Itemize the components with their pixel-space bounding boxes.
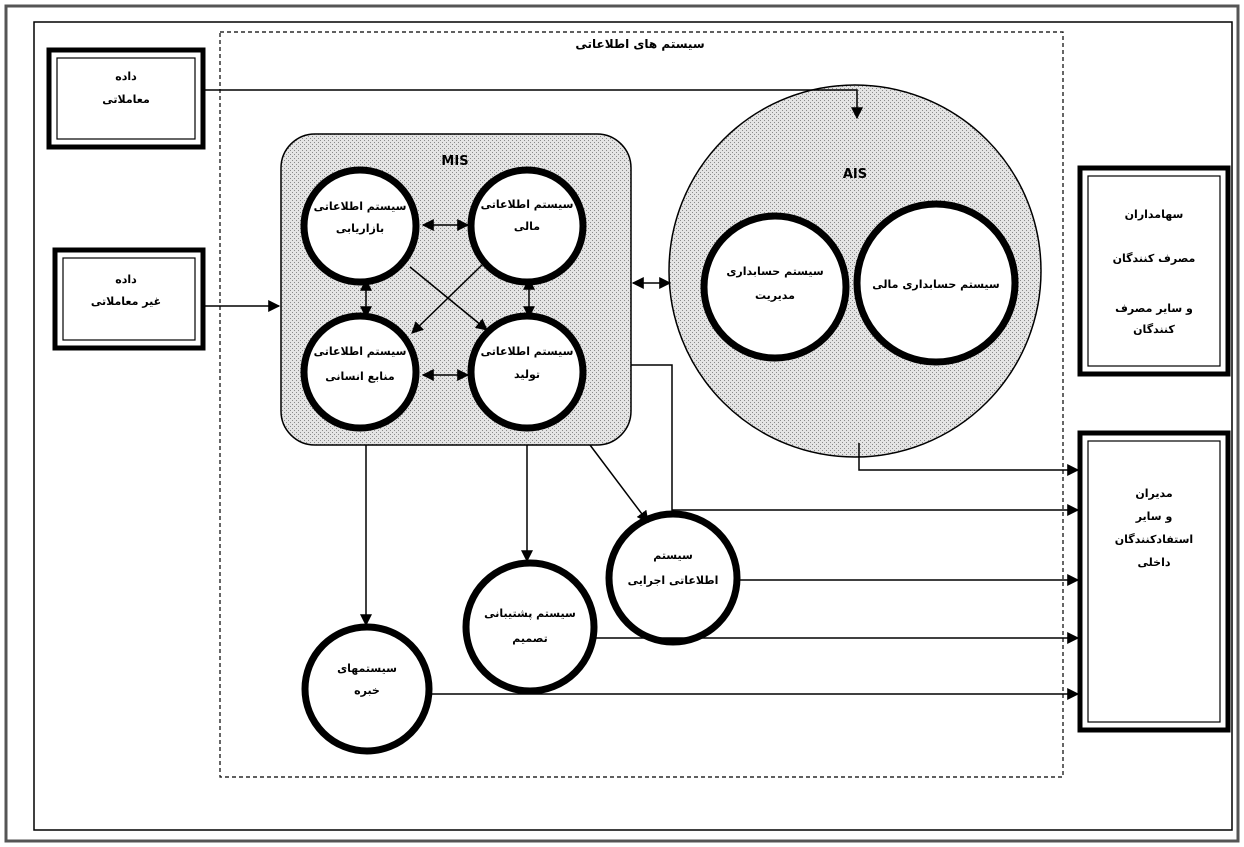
management-accounting-line-2: مدیریت	[755, 289, 795, 302]
human-resources-line-2: منابع انسانی	[325, 370, 394, 383]
non-transaction-data-box: داده غیر معاملاتی	[52, 247, 206, 351]
expert-systems-circle: سیستمهای خبره	[301, 623, 433, 755]
internal-users-line-3: استفادکنندگان	[1115, 533, 1193, 546]
external-users-line-4: کنندگان	[1133, 323, 1175, 336]
transaction-data-line-1: داده	[115, 70, 137, 83]
production-system-circle: سیستم اطلاعاتی تولید	[467, 312, 587, 432]
page-border	[4, 4, 1240, 843]
management-accounting-circle: سیستم حسابداری مدیریت	[700, 212, 850, 362]
decision-support-system-circle: سیستم پشتیبانی تصمیم	[462, 559, 598, 695]
transaction-data-box: داده معاملاتی	[46, 47, 206, 150]
internal-users-line-2: و سایر	[1135, 510, 1173, 523]
marketing-line-2: بازاریابی	[336, 222, 384, 235]
production-line-1: سیستم اطلاعاتی	[481, 345, 574, 358]
finance-line-1: سیستم اطلاعاتی	[481, 198, 574, 211]
finance-hr-link	[411, 264, 483, 334]
internal-users-line-1: مدیران	[1135, 487, 1172, 500]
transaction-data-line-2: معاملاتی	[102, 93, 150, 106]
expert-line-2: خبره	[354, 684, 380, 697]
finance-system-circle: سیستم اطلاعاتی مالی	[467, 166, 587, 286]
non-transaction-data-line-1: داده	[115, 273, 137, 286]
executive-line-2: اطلاعاتی اجرایی	[628, 574, 719, 587]
internal-users-box: مدیران و سایر استفادکنندگان داخلی	[1077, 430, 1231, 733]
financial-accounting-line-1: سیستم حسابداری مالی	[872, 278, 999, 291]
financial-accounting-circle: سیستم حسابداری مالی	[853, 200, 1019, 366]
marketing-system-circle: سیستم اطلاعاتی بازاریابی	[300, 166, 420, 286]
non-transaction-data-line-2: غیر معاملاتی	[91, 295, 161, 308]
decision-support-line-2: تصمیم	[512, 632, 547, 645]
transaction-data-to-ais-arrow	[203, 89, 863, 120]
human-resources-line-1: سیستم اطلاعاتی	[314, 345, 407, 358]
information-systems-boundary	[219, 31, 1064, 778]
mis-to-executive-arrow	[589, 444, 649, 523]
executive-line-1: سیستم	[653, 549, 693, 562]
marketing-line-1: سیستم اطلاعاتی	[314, 200, 407, 213]
mis-label: MIS	[441, 154, 468, 169]
finance-line-2: مالی	[514, 220, 540, 233]
outer-title: سیستم های اطلاعاتی	[575, 37, 704, 51]
human-resources-system-circle: سیستم اطلاعاتی منابع انسانی	[300, 312, 420, 432]
ais-label: AIS	[843, 167, 867, 182]
internal-users-line-4: داخلی	[1138, 556, 1171, 569]
executive-information-system-circle: سیستم اطلاعاتی اجرایی	[605, 510, 741, 646]
ais-to-internal-users-arrow	[858, 443, 1080, 476]
decision-support-line-1: سیستم پشتیبانی	[484, 607, 576, 620]
management-accounting-line-1: سیستم حسابداری	[726, 265, 823, 278]
production-line-2: تولید	[514, 368, 540, 381]
external-users-line-2: مصرف کنندگان	[1113, 252, 1196, 265]
mis-to-internal-users-arrow	[631, 364, 1080, 516]
external-users-line-1: سهامداران	[1125, 208, 1184, 221]
outer-frame	[33, 21, 1233, 831]
external-users-line-3: و سایر مصرف	[1115, 302, 1193, 315]
external-users-box: سهامداران مصرف کنندگان و سایر مصرف کنندگ…	[1077, 165, 1231, 377]
expert-line-1: سیستمهای	[337, 662, 397, 675]
